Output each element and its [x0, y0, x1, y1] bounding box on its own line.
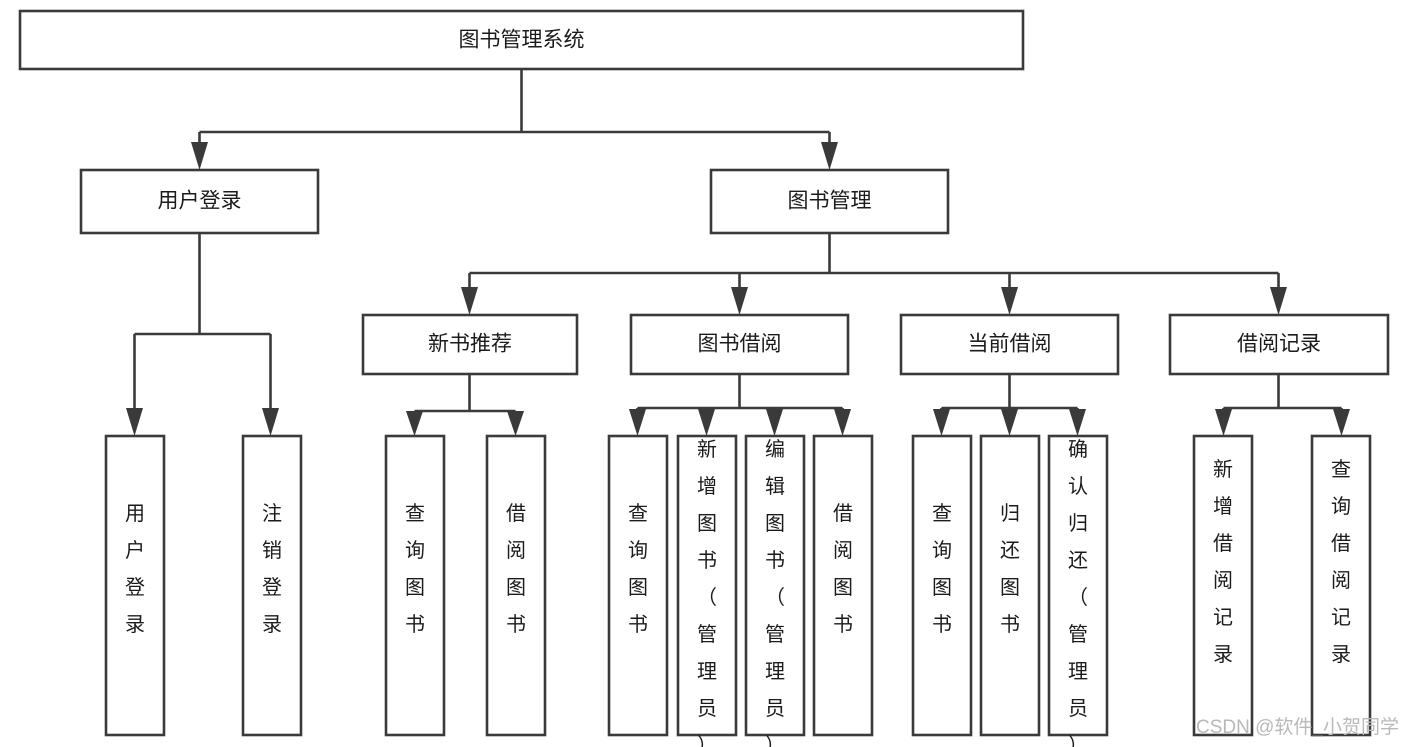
- node-book-borrow[interactable]: 图书借阅: [629, 313, 850, 376]
- leaf-current-borrow-2-label: 归还图书: [1000, 502, 1020, 636]
- leaf-current-borrow-3[interactable]: 确认归还（管理员）: [1047, 434, 1109, 747]
- leaf-book-borrow-4-box: [812, 434, 874, 737]
- leaf-book-borrow-2-label: 新增图书（管理员）: [697, 438, 717, 747]
- connector-group-book-borrow: [629, 374, 851, 436]
- leaf-book-borrow-4-label: 借阅图书: [833, 502, 853, 636]
- leaf-user-login-1[interactable]: 用户登录: [104, 434, 166, 737]
- leaf-borrow-record-1-label: 新增借阅记录: [1213, 458, 1233, 666]
- node-book-management[interactable]: 图书管理: [709, 168, 950, 235]
- node-book-management-box: [709, 168, 950, 235]
- leaf-user-login-2[interactable]: 注销登录: [241, 434, 303, 737]
- connector-group-book-mgmt: [461, 233, 1287, 315]
- leaf-user-login-2-label: 注销登录: [262, 502, 282, 636]
- leaf-book-borrow-3[interactable]: 编辑图书（管理员）: [744, 434, 806, 747]
- leaf-book-borrow-4[interactable]: 借阅图书: [812, 434, 874, 737]
- leaf-current-borrow-3-label: 确认归还（管理员）: [1068, 438, 1088, 747]
- leaf-new-book-recommend-2-box: [485, 434, 547, 737]
- leaf-current-borrow-2[interactable]: 归还图书: [979, 434, 1041, 737]
- arrowhead-leaf-cb-2: [1001, 409, 1018, 436]
- leaf-user-login-1-box: [104, 434, 166, 737]
- leaf-current-borrow-1-label: 查询图书: [932, 502, 952, 636]
- arrowhead-leaf-cb-1: [933, 409, 950, 436]
- arrowhead-leaf-nbr-1: [406, 411, 423, 436]
- arrowhead-current-borrow: [1001, 287, 1018, 315]
- leaf-borrow-record-2[interactable]: 查询借阅记录: [1310, 434, 1372, 737]
- leaf-book-borrow-2-box: [676, 434, 738, 737]
- arrowhead-leaf-user-login-2: [262, 408, 279, 436]
- node-current-borrow[interactable]: 当前借阅: [899, 313, 1120, 376]
- connector-group-root: [191, 69, 838, 170]
- leaf-new-book-recommend-2[interactable]: 借阅图书: [485, 434, 547, 737]
- connector-group-current-borrow: [933, 374, 1086, 436]
- arrowhead-leaf-br-1: [1215, 409, 1232, 436]
- leaf-borrow-record-1-box: [1192, 434, 1254, 737]
- watermark-label: CSDN @软件_小贺同学: [1196, 716, 1399, 738]
- node-current-borrow-label: 当前借阅: [968, 333, 1052, 356]
- arrowhead-leaf-bb-4: [834, 409, 851, 436]
- node-borrow-record-box: [1168, 313, 1390, 376]
- node-root-box: [18, 9, 1025, 71]
- arrowhead-leaf-nbr-2: [507, 411, 524, 436]
- node-book-management-label: 图书管理: [788, 190, 872, 213]
- node-new-book-recommend[interactable]: 新书推荐: [361, 313, 579, 376]
- leaf-user-login-2-box: [241, 434, 303, 737]
- leaf-current-borrow-1-box: [911, 434, 973, 737]
- leaf-new-book-recommend-1[interactable]: 查询图书: [384, 434, 446, 737]
- leaf-book-borrow-3-box: [744, 434, 806, 737]
- node-user-login-box: [79, 168, 320, 235]
- node-root-label: 图书管理系统: [459, 29, 585, 52]
- connector-group-user-login: [126, 233, 279, 436]
- arrowhead-leaf-bb-2: [698, 409, 715, 436]
- leaf-book-borrow-1-label: 查询图书: [628, 502, 648, 636]
- leaf-current-borrow-1[interactable]: 查询图书: [911, 434, 973, 737]
- leaf-new-book-recommend-2-label: 借阅图书: [506, 502, 526, 636]
- node-new-book-recommend-box: [361, 313, 579, 376]
- leaf-borrow-record-1[interactable]: 新增借阅记录: [1192, 434, 1254, 737]
- node-new-book-recommend-label: 新书推荐: [428, 333, 512, 356]
- arrowhead-borrow-record: [1270, 287, 1287, 315]
- arrowhead-book-borrow: [731, 287, 748, 315]
- arrowhead-leaf-bb-3: [766, 409, 783, 436]
- leaf-current-borrow-3-box: [1047, 434, 1109, 737]
- node-user-login-label: 用户登录: [158, 190, 242, 213]
- node-book-borrow-label: 图书借阅: [698, 333, 782, 356]
- arrowhead-new-book-recommend: [461, 287, 478, 315]
- leaf-borrow-record-2-label: 查询借阅记录: [1331, 458, 1351, 666]
- leaf-new-book-recommend-1-box: [384, 434, 446, 737]
- leaf-book-borrow-3-label: 编辑图书（管理员）: [765, 438, 785, 747]
- leaf-user-login-1-label: 用户登录: [125, 503, 145, 636]
- node-user-login[interactable]: 用户登录: [79, 168, 320, 235]
- arrowhead-leaf-cb-3: [1069, 409, 1086, 436]
- connector-group-borrow-record: [1215, 374, 1350, 436]
- arrowhead-book-mgmt: [821, 142, 838, 170]
- leaf-new-book-recommend-1-label: 查询图书: [405, 502, 425, 636]
- arrowhead-leaf-user-login-1: [126, 408, 143, 436]
- leaf-borrow-record-2-box: [1310, 434, 1372, 737]
- connector-group-new-book-recommend: [406, 374, 524, 436]
- node-book-borrow-box: [629, 313, 850, 376]
- arrowhead-leaf-bb-1: [629, 409, 646, 436]
- leaf-book-borrow-1[interactable]: 查询图书: [607, 434, 669, 737]
- node-borrow-record[interactable]: 借阅记录: [1168, 313, 1390, 376]
- arrowhead-user-login: [191, 142, 208, 170]
- node-root-book-management-system[interactable]: 图书管理系统: [18, 9, 1025, 71]
- leaf-current-borrow-2-box: [979, 434, 1041, 737]
- leaf-book-borrow-1-box: [607, 434, 669, 737]
- leaf-book-borrow-2[interactable]: 新增图书（管理员）: [676, 434, 738, 747]
- arrowhead-leaf-br-2: [1333, 409, 1350, 436]
- node-borrow-record-label: 借阅记录: [1237, 333, 1321, 356]
- node-current-borrow-box: [899, 313, 1120, 376]
